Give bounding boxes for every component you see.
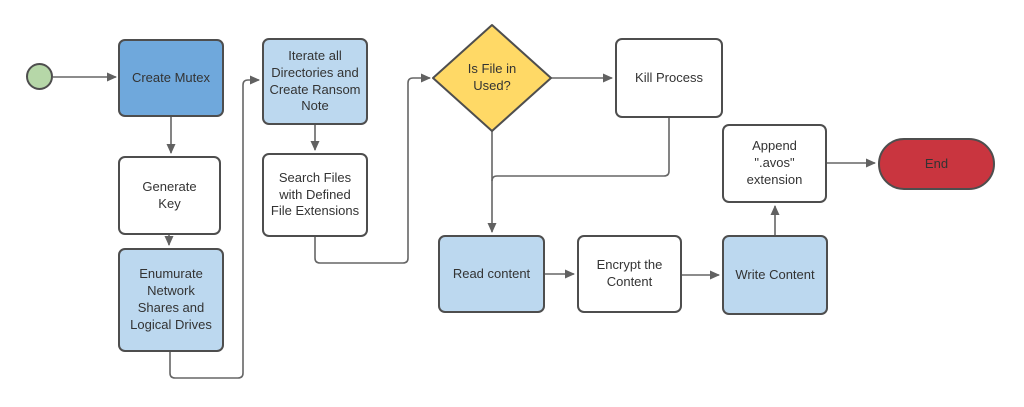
end-terminator-label: End <box>924 155 949 171</box>
node-search-files: Search Files with Defined File Extension… <box>262 153 368 237</box>
node-search-files-label: Search Files with Defined File Extension… <box>270 169 360 219</box>
node-write-content-label: Write Content <box>735 266 815 282</box>
start-circle <box>26 63 53 90</box>
node-enumurate-drives: Enumurate Network Shares and Logical Dri… <box>118 248 224 352</box>
node-create-mutex: Create Mutex <box>118 39 224 117</box>
node-generate-key-label: Generate Key <box>142 178 197 211</box>
node-kill-process: Kill Process <box>615 38 723 118</box>
node-append-extension: Append ".avos" extension <box>722 124 827 203</box>
node-iterate-directories-label: Iterate all Directories and Create Ranso… <box>269 47 361 114</box>
node-encrypt-content-label: Encrypt the Content <box>596 257 663 289</box>
node-read-content-label: Read content <box>452 265 531 281</box>
connector-enumurate-to-iterate <box>169 75 260 379</box>
connector-search-files-to-decision <box>314 73 431 264</box>
node-generate-key: Generate Key <box>118 156 221 235</box>
node-read-content: Read content <box>438 235 545 313</box>
node-encrypt-content: Encrypt the Content <box>577 235 682 313</box>
node-enumurate-drives-label: Enumurate Network Shares and Logical Dri… <box>130 266 212 332</box>
node-kill-process-label: Kill Process <box>635 69 703 85</box>
decision-diamond-label: Is File in Used? <box>467 61 517 93</box>
node-iterate-directories: Iterate all Directories and Create Ranso… <box>262 38 368 125</box>
decision-diamond <box>432 24 552 132</box>
node-create-mutex-label: Create Mutex <box>131 69 211 85</box>
end-terminator: End <box>878 138 995 190</box>
connector-kill-process-to-merge <box>491 118 670 182</box>
node-append-extension-label: Append ".avos" extension <box>746 138 803 187</box>
node-write-content: Write Content <box>722 235 828 315</box>
